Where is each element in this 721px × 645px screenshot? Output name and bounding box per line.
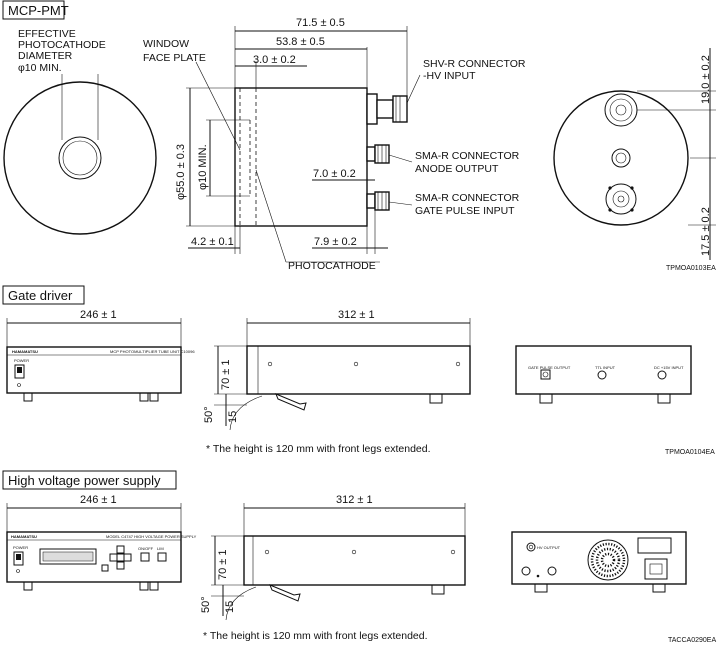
sma-gate-icon <box>366 193 376 209</box>
gate-depth-dim: 312 ± 1 <box>338 309 375 321</box>
rear-gate-pulse-label: GATE PULSE OUTPUT <box>528 365 571 370</box>
gate-model: MCP PHOTOMULTIPLIER TUBE UNIT C10096 <box>110 349 195 354</box>
hv-brand: HAMAMATSU <box>11 534 37 539</box>
hv-rear-view <box>511 531 687 593</box>
hv-onoff-label: ON/OFF <box>138 546 154 551</box>
hv-front-view <box>6 503 182 591</box>
mcp-drawing-code: TPMOA0103EA <box>666 265 716 272</box>
gate-power-label: POWER <box>14 358 29 363</box>
hv-note: * The height is 120 mm with front legs e… <box>203 630 428 642</box>
dim-phi10: φ10 MIN. <box>197 144 209 190</box>
sma-gate-label-2: GATE PULSE INPUT <box>415 205 515 217</box>
shv-label-2: -HV INPUT <box>423 70 476 82</box>
dc-connector-icon <box>657 370 667 380</box>
gate-side-view <box>214 318 471 431</box>
dim-face-plate: 3.0 ± 0.2 <box>253 54 296 66</box>
mcp-side-view <box>186 26 421 263</box>
gate-pulse-connector-icon <box>540 369 551 380</box>
dim-anode-offset: 7.0 ± 0.2 <box>313 168 356 180</box>
photocathode-label: PHOTOCATHODE <box>288 260 376 272</box>
dim-bottom-offset: 17.5 ± 0.2 <box>700 207 712 256</box>
gate-rear-view <box>515 345 692 404</box>
sma-anode-icon <box>366 146 376 162</box>
hv-power-switch-icon <box>13 551 24 566</box>
gate-drawing-code: TPMOA0104EA <box>665 449 715 456</box>
hv-side-view <box>211 503 466 621</box>
dim-body-length: 53.8 ± 0.5 <box>276 36 325 48</box>
dim-top-offset: 19.0 ± 0.2 <box>700 55 712 104</box>
window-label-2: FACE PLATE <box>143 52 206 64</box>
section-title-mcp: MCP-PMT <box>8 3 69 18</box>
hv-display-icon <box>39 548 97 565</box>
mcp-rear-view <box>553 48 716 260</box>
effective-label-2: PHOTOCATHODE <box>18 39 106 51</box>
sma-anode-label-2: ANODE OUTPUT <box>415 163 499 175</box>
section-header-box-mcp <box>2 0 65 20</box>
sma-anode-label-1: SMA-R CONNECTOR <box>415 150 520 162</box>
hv-drawing-code: TACCA0290EA <box>668 637 716 644</box>
hv-front-leg-icon <box>269 584 301 602</box>
sma-gate-label-1: SMA-R CONNECTOR <box>415 192 520 204</box>
effective-label-4: φ10 MIN. <box>18 62 62 74</box>
hv-fan-grill-icon <box>587 539 629 581</box>
gate-brand: HAMAMATSU <box>12 349 38 354</box>
hv-power-label: POWER <box>13 545 28 550</box>
hv-output-connector-icon <box>526 542 536 552</box>
hv-ac-inlet-icon <box>644 558 668 580</box>
dim-overall-length: 71.5 ± 0.5 <box>296 17 345 29</box>
shv-connector-icon <box>366 93 378 125</box>
section-header-box-hv <box>2 470 177 490</box>
window-label-1: WINDOW <box>143 38 189 50</box>
section-title-hv: High voltage power supply <box>8 473 161 488</box>
gate-front-view <box>6 318 182 402</box>
shv-label-1: SHV-R CONNECTOR <box>423 58 526 70</box>
gate-leg-dim: 15 <box>227 411 239 423</box>
hv-depth-dim: 312 ± 1 <box>336 494 373 506</box>
gate-front-leg-icon <box>275 393 307 411</box>
hv-rear-output-label: HV OUTPUT <box>537 545 561 550</box>
hv-lim-label: LIM <box>157 546 164 551</box>
section-header-box-gate <box>2 285 85 305</box>
ttl-connector-icon <box>597 370 607 380</box>
gate-height-dim: 70 ± 1 <box>220 359 232 390</box>
effective-label-1: EFFECTIVE <box>18 28 76 40</box>
section-title-gate: Gate driver <box>8 288 73 303</box>
gate-power-switch-icon <box>14 364 25 379</box>
dim-front-offset: 4.2 ± 0.1 <box>191 236 234 248</box>
dim-diameter: φ55.0 ± 0.3 <box>175 144 187 200</box>
rear-dc-label: DC +15V INPUT <box>654 365 684 370</box>
hv-leg-dim: 15 <box>224 601 236 613</box>
hv-model: MODEL C4747 HIGH VOLTAGE POWER SUPPLY <box>106 534 197 539</box>
hv-width-dim: 246 ± 1 <box>80 494 117 506</box>
hv-height-dim: 70 ± 1 <box>217 549 229 580</box>
dim-gate-offset: 7.9 ± 0.2 <box>314 236 357 248</box>
mcp-front-view <box>3 74 157 235</box>
hv-angle-dim: 50° <box>200 596 212 613</box>
rear-ttl-label: TTL INPUT <box>595 365 616 370</box>
hv-onoff-button-icon <box>140 552 150 562</box>
gate-width-dim: 246 ± 1 <box>80 309 117 321</box>
gate-note: * The height is 120 mm with front legs e… <box>206 443 431 455</box>
effective-label-3: DIAMETER <box>18 50 73 62</box>
gate-angle-dim: 50° <box>203 406 215 423</box>
